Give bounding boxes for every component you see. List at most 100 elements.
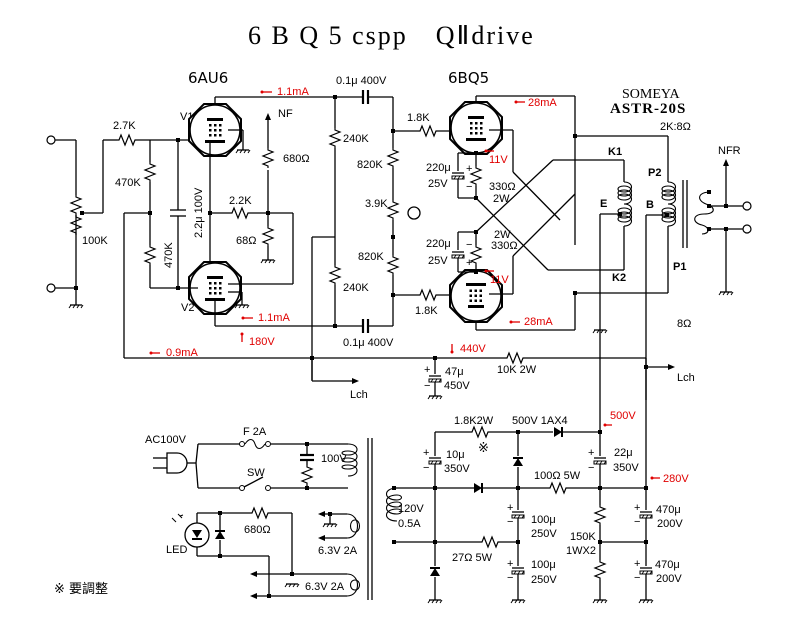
minus-sign: − bbox=[507, 516, 513, 528]
switch-label: SW bbox=[247, 467, 265, 479]
tap-e: E bbox=[600, 198, 607, 210]
c-cathode-label: 2.2μ 100V bbox=[193, 187, 205, 238]
plus-sign: + bbox=[507, 558, 513, 570]
c470b-label: 470μ bbox=[655, 559, 680, 571]
r330-bottom-w-label: 2W bbox=[494, 229, 511, 241]
r240k-top-label: 240K bbox=[343, 133, 369, 145]
r1-8k-2w-label: 1.8K2W bbox=[454, 415, 494, 427]
b-plus-440: 440V bbox=[460, 343, 486, 355]
ht-voltage-label: 120V bbox=[398, 503, 424, 515]
plus-sign: + bbox=[466, 257, 472, 269]
transformer-brand: SOMEYA bbox=[622, 87, 680, 102]
c220-top-label: 220μ bbox=[426, 162, 451, 174]
input-section: 100K 2.7K bbox=[46, 120, 198, 309]
c470a-label: 470μ bbox=[656, 504, 681, 516]
r470k-a-label: 470K bbox=[115, 177, 141, 189]
r470k-b-label: 470K bbox=[163, 242, 175, 268]
footnote: ※ 要調整 bbox=[54, 582, 108, 597]
grid-stop-label: 2.7K bbox=[113, 120, 136, 132]
ht-current-label: 0.5A bbox=[398, 518, 421, 530]
diode-spec-label: 500V 1AX4 bbox=[512, 415, 568, 427]
output-tube-label: 6BQ5 bbox=[448, 69, 489, 87]
v2-label: V2 bbox=[181, 302, 194, 314]
c220-top-v-label: 25V bbox=[428, 178, 448, 190]
r240k-bottom-label: 240K bbox=[343, 282, 369, 294]
power-switch[interactable] bbox=[243, 476, 264, 488]
plus-sign: + bbox=[634, 558, 640, 570]
r1-8k-top-label: 1.8K bbox=[407, 112, 430, 124]
r-led-label: 680Ω bbox=[244, 524, 271, 536]
transformer-ratio: 2K:8Ω bbox=[660, 121, 691, 133]
cathode-bottom-voltage: 11V bbox=[490, 274, 509, 286]
out-bottom-current: 28mA bbox=[524, 316, 553, 328]
v1-current: 1.1mA bbox=[277, 86, 309, 98]
v2-plate-voltage: 180V bbox=[249, 336, 275, 348]
speaker-terminal-ground[interactable] bbox=[742, 224, 752, 234]
speaker-impedance: 8Ω bbox=[677, 318, 691, 330]
power-supply: AC100V F 2A SW 100V bbox=[145, 332, 683, 604]
r2-2k-label: 2.2K bbox=[229, 195, 252, 207]
nfr-label: NFR bbox=[718, 145, 741, 157]
adjust-point bbox=[407, 206, 421, 220]
minus-sign: − bbox=[588, 462, 594, 474]
pot-label: 100K bbox=[82, 235, 108, 247]
transformer-model: ASTR-20S bbox=[610, 101, 686, 117]
tap-p1: P1 bbox=[673, 261, 686, 273]
r3-9k-label: 3.9K bbox=[365, 198, 388, 210]
c10-label: 10μ bbox=[446, 449, 465, 461]
r330-bottom-label: 330Ω bbox=[491, 240, 518, 252]
bias-current: 0.9mA bbox=[166, 347, 198, 359]
c47-v-label: 450V bbox=[444, 380, 470, 392]
r68-label: 68Ω bbox=[236, 235, 256, 247]
r150k-label: 150K bbox=[570, 531, 596, 543]
b-plus-500: 500V bbox=[610, 410, 636, 422]
input-terminal-hot[interactable] bbox=[46, 135, 56, 145]
output-section: + − 220μ 25V 330Ω 2W − + 220μ 25V 2W 330… bbox=[426, 95, 669, 331]
measurements: 1.1mA 1.1mA 180V 0.9mA 440V 28mA 28mA 11… bbox=[149, 86, 689, 485]
c100a-v-label: 250V bbox=[531, 528, 557, 540]
speaker-terminal-hot[interactable] bbox=[742, 201, 752, 211]
ac-in-label: AC100V bbox=[145, 434, 187, 446]
coupling-section: 0.1μ 400V 240K 240K 0.1μ 400V 820K 3.9K … bbox=[329, 75, 459, 349]
c470a-v-label: 200V bbox=[657, 518, 683, 530]
c22-v-label: 350V bbox=[613, 462, 639, 474]
c220-bottom-label: 220μ bbox=[426, 238, 451, 250]
minus-sign: − bbox=[634, 516, 640, 528]
adjust-mark: ※ bbox=[478, 441, 489, 456]
c100a-label: 100μ bbox=[531, 514, 556, 526]
c22-label: 22μ bbox=[614, 447, 633, 459]
plus-sign: + bbox=[634, 502, 640, 514]
c47-label: 47μ bbox=[445, 366, 464, 378]
plus-sign: + bbox=[507, 502, 513, 514]
minus-sign: − bbox=[466, 181, 472, 193]
fuse-label: F 2A bbox=[243, 426, 267, 438]
diagram-title: 6 B Q 5 cspp QⅡdrive bbox=[248, 21, 535, 50]
b-plus-rails: 10K 2W Lch + − 47μ 450V Lch bbox=[124, 330, 695, 401]
c100b-v-label: 250V bbox=[531, 574, 557, 586]
r100-label: 100Ω 5W bbox=[534, 470, 581, 482]
r330-top-w-label: 2W bbox=[493, 193, 510, 205]
r820k-top-label: 820K bbox=[357, 159, 383, 171]
primary-label: 100V bbox=[321, 453, 347, 465]
minus-sign: − bbox=[424, 380, 430, 392]
led-label: LED bbox=[166, 544, 187, 556]
tap-k2: K2 bbox=[612, 272, 626, 284]
cathode-top-voltage: 11V bbox=[489, 154, 508, 166]
heater-1-label: 6.3V 2A bbox=[318, 545, 358, 557]
v3-tube bbox=[449, 101, 503, 155]
r680-nf-label: 680Ω bbox=[283, 153, 310, 165]
r27-label: 27Ω 5W bbox=[452, 552, 493, 564]
r1-8k-bottom-label: 1.8K bbox=[415, 305, 438, 317]
minus-sign: − bbox=[466, 239, 472, 251]
minus-sign: − bbox=[634, 572, 640, 584]
tap-b: B bbox=[646, 199, 654, 211]
b-plus-280: 280V bbox=[663, 473, 689, 485]
input-terminal-ground[interactable] bbox=[46, 283, 56, 293]
tap-p2: P2 bbox=[648, 167, 661, 179]
output-transformer: K1 E K2 P2 B P1 NFR 8Ω bbox=[592, 145, 752, 400]
plus-sign: + bbox=[424, 364, 430, 376]
ac-plug-icon bbox=[153, 443, 199, 489]
plus-sign: + bbox=[588, 447, 594, 459]
nf-label: NF bbox=[278, 108, 293, 120]
